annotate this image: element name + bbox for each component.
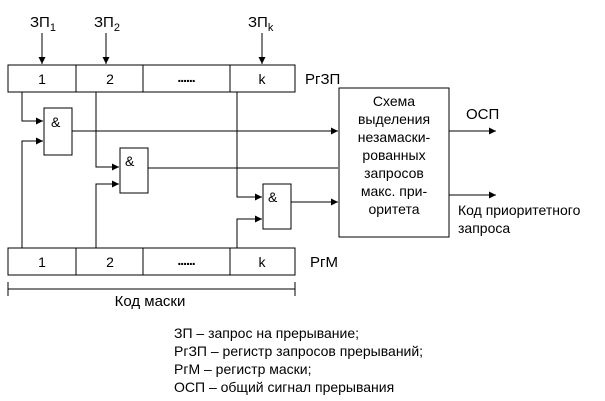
and-gate-2: & [95,92,338,248]
request-register-name: РгЗП [305,71,340,88]
priority-code-label-1: Код приоритетного [458,202,581,218]
svg-text:ЗПk: ЗПk [248,14,274,34]
mask-register-name: РгМ [310,254,338,271]
mask-cell-k: k [259,254,267,270]
svg-text:ЗП2: ЗП2 [94,14,120,34]
mask-register: 1 2 ...... k [7,247,296,276]
svg-text:&: & [268,189,278,205]
mask-code-label: Код маски [115,293,186,310]
and-gate-k: & [236,92,338,248]
legend-line-1: ЗП – запрос на прерывание; [174,325,359,341]
svg-text:макс. при-: макс. при- [361,183,428,199]
svg-text:&: & [51,114,61,130]
mask-code-bracket [7,282,296,296]
legend-line-2: РгЗП – регистр запросов прерываний; [174,343,423,359]
legend: ЗП – запрос на прерывание; РгЗП – регист… [174,325,423,395]
and-gate-1: & [21,92,338,248]
svg-text:выделения: выделения [358,111,430,127]
mask-cell-dots: ...... [177,252,194,268]
input-label-zp2: ЗП2 [94,14,120,34]
svg-text:незамаски-: незамаски- [358,129,431,145]
request-cell-dots: ...... [177,69,194,85]
request-register: 1 2 ...... k [7,64,296,93]
input-label-zp1: ЗП1 [30,14,56,34]
svg-text:Схема: Схема [373,93,415,109]
request-cell-1: 1 [38,71,46,87]
svg-text:оритета: оритета [368,201,419,217]
legend-line-4: ОСП – общий сигнал прерывания [174,379,394,395]
svg-text:&: & [125,153,135,169]
request-cell-2: 2 [106,71,114,87]
legend-line-3: РгМ – регистр маски; [174,361,312,377]
svg-text:рованных: рованных [362,147,425,163]
mask-cell-2: 2 [106,254,114,270]
svg-text:ЗП1: ЗП1 [30,14,56,34]
request-cell-k: k [259,71,267,87]
mask-cell-1: 1 [38,254,46,270]
priority-code-label-2: запроса [458,220,510,236]
svg-text:запросов: запросов [364,165,424,181]
interrupt-signal-label: ОСП [466,106,499,123]
priority-selection-block: Схема выделения незамаски- рованных запр… [338,87,450,238]
input-label-zpk: ЗПk [248,14,274,34]
